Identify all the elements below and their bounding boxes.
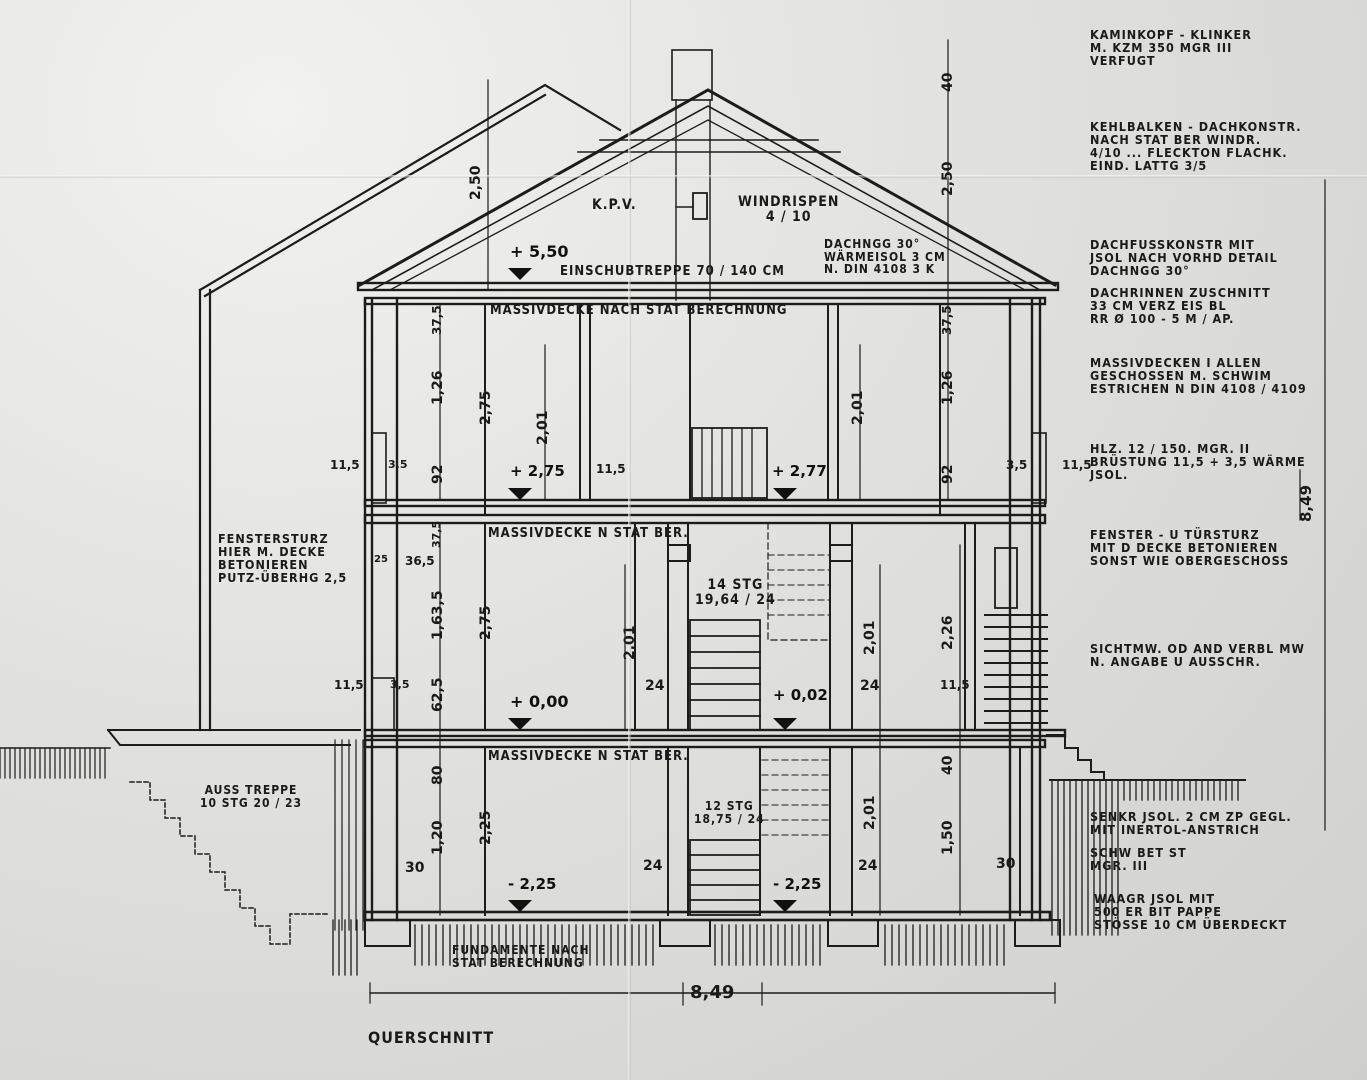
dim-upper-window: 1,26: [430, 370, 446, 405]
note-vertical-insulation: SENKR JSOL. 2 cm ZP GEGL. MIT INERTOL-AN…: [1090, 809, 1292, 838]
dim-upper-wall-left: 11,5: [330, 458, 360, 472]
dim-basement-window: 1,20: [430, 820, 446, 855]
dim-upper-parapet-right: 92: [940, 464, 956, 484]
chimney: [671, 49, 713, 101]
dimension-lines: [369, 39, 1326, 1006]
foundations: [364, 919, 1061, 947]
stair-label-ground: 14 STG 19,64 / 24: [695, 577, 776, 608]
dim-upper-wall-mid: 11,5: [596, 462, 626, 476]
upper-slab-label: MASSIVDECKE NACH STAT BERECHNUNG: [490, 303, 788, 318]
note-facing-masonry: SICHTMW. OD AND VERBL MW N. ANGABE U AUS…: [1090, 641, 1305, 670]
stair-basement: [689, 759, 829, 916]
basement-floor: [363, 910, 1052, 922]
level-ground-left: + 0,00: [510, 692, 569, 711]
dim-ground-opening-right: 2,26: [940, 615, 956, 650]
exterior-stair-label: AUSS TREPPE 10 STG 20 / 23: [200, 783, 303, 810]
dim-upper-insul-right: 3,5: [1006, 458, 1028, 472]
overall-width: 8,49: [690, 982, 735, 1003]
neighbour-gable: [198, 83, 622, 732]
level-upper-left: + 2,75: [510, 462, 565, 480]
dim-upper-wall-right: 11,5: [1062, 458, 1092, 472]
stair-label-basement: 12 STG 18,75 / 24: [694, 799, 765, 826]
paper-fold: [0, 175, 1367, 178]
dim-chimney: 40: [940, 72, 956, 92]
main-roof: [357, 88, 1058, 292]
dim-ground-door: 2,01: [622, 625, 638, 660]
dim-ground-wall-left: 11,5: [334, 678, 364, 692]
dim-upper-insul-left: 3,5: [388, 458, 408, 471]
dim-basement-door: 2,01: [862, 795, 878, 830]
dim-ground-insul-left: 3,5: [390, 678, 410, 691]
exterior-stair: [129, 781, 331, 945]
kpv-label: K.P.V.: [592, 197, 637, 213]
level-ground-right: + 0,02: [773, 686, 828, 704]
dim-basement-storey: 2,25: [478, 810, 494, 845]
dim-ground-soffit: 25: [374, 554, 388, 565]
dim-upper-lintel: 37,5: [430, 305, 444, 335]
basement-slab-label: MASSIVDECKE N STAT BER.: [488, 749, 689, 764]
roof-pitch-note: DACHNGG 30° WÄRMEISOL 3 cm N. DIN 4108 3…: [824, 237, 946, 277]
dim-basement-post-left: 24: [643, 858, 663, 874]
level-markers: [508, 268, 797, 912]
level-basement-left: - 2,25: [508, 875, 557, 893]
dim-roof-right: 2,50: [940, 161, 956, 196]
dim-ground-lintel: 37,5: [430, 520, 443, 548]
level-upper-right: + 2,77: [772, 462, 827, 480]
drawing-title: QUERSCHNITT: [368, 1028, 495, 1047]
dim-upper-door-right: 2,01: [850, 390, 866, 425]
level-basement-right: - 2,25: [773, 875, 822, 893]
earth-hatch: [332, 739, 1246, 976]
note-gutters: DACHRINNEN ZUSCHNITT 33 cm VERZ EIS BL R…: [1090, 285, 1271, 327]
ground-slab-label: MASSIVDECKE N STAT BER.: [488, 526, 689, 541]
dim-upper-lintel-right: 37,5: [940, 305, 954, 335]
dim-basement-wall-right: 30: [996, 856, 1016, 872]
note-slabs: MASSIVDECKEN I ALLEN GESCHOSSEN M. SCHWI…: [1090, 355, 1307, 397]
note-window-lintel: FENSTERSTURZ HIER M. DECKE BETONIEREN PU…: [218, 531, 348, 586]
dim-upper-door-left: 2,01: [535, 410, 551, 445]
paper-fold: [628, 0, 631, 1080]
dim-basement-top-right: 40: [940, 755, 956, 775]
dim-ground-lintel-depth: 36,5: [405, 554, 435, 568]
upper-slab: [363, 513, 1047, 525]
dim-ground-parapet: 62,5: [430, 677, 446, 712]
dim-basement-opening-right: 1,50: [940, 820, 956, 855]
note-horizontal-insulation: WAAGR JSOL MIT 500 ER BIT PAPPE STÖSSE 1…: [1094, 891, 1288, 933]
note-window-door-lintel: FENSTER - U TÜRSTURZ MIT D DECKE BETONIE…: [1090, 527, 1290, 569]
dim-basement-wall-left: 30: [405, 860, 425, 876]
dim-ground-window: 1,63,5: [430, 590, 446, 640]
ground-hatch-left: [0, 747, 111, 779]
dim-upper-window-right: 1,26: [940, 370, 956, 405]
note-foundation: FUNDAMENTE NACH STAT BERECHNUNG: [452, 943, 590, 970]
dim-ground-post-right: 24: [860, 678, 880, 694]
overall-height-right: 8,49: [1297, 484, 1315, 522]
note-chimney: KAMINKOPF - KLINKER M. KZM 350 MGR III V…: [1090, 27, 1252, 69]
note-eaves: DACHFUSSKONSTR MIT JSOL NACH VORHD DETAI…: [1090, 237, 1278, 279]
dim-ground-door-right: 2,01: [862, 620, 878, 655]
dim-ground-storey: 2,75: [478, 605, 494, 640]
dim-basement-top: 80: [430, 765, 446, 785]
dim-roof-left: 2,50: [468, 165, 484, 200]
dim-upper-parapet: 92: [430, 464, 446, 484]
dim-ground-wall-right: 11,5: [940, 678, 970, 692]
windrispen-label: WINDRISPEN 4 / 10: [738, 194, 840, 225]
dim-upper-storey: 2,75: [478, 390, 494, 425]
note-heavy-concrete: SCHW BET ST MGR. III: [1090, 845, 1187, 874]
note-roof-construction: KEHLBALKEN - DACHKONSTR. NACH STAT BER W…: [1090, 119, 1302, 174]
dim-ground-post-left: 24: [645, 678, 665, 694]
note-masonry: HLZ. 12 / 150. MGR. II BRÜSTUNG 11,5 + 3…: [1090, 441, 1306, 483]
level-attic: + 5,50: [510, 242, 569, 261]
dim-basement-post-right: 24: [858, 858, 878, 874]
ground-slab: [363, 738, 1047, 749]
outer-walls: [363, 298, 1042, 922]
einschubtreppe-label: EINSCHUBTREPPE 70 / 140 cm: [560, 264, 785, 279]
